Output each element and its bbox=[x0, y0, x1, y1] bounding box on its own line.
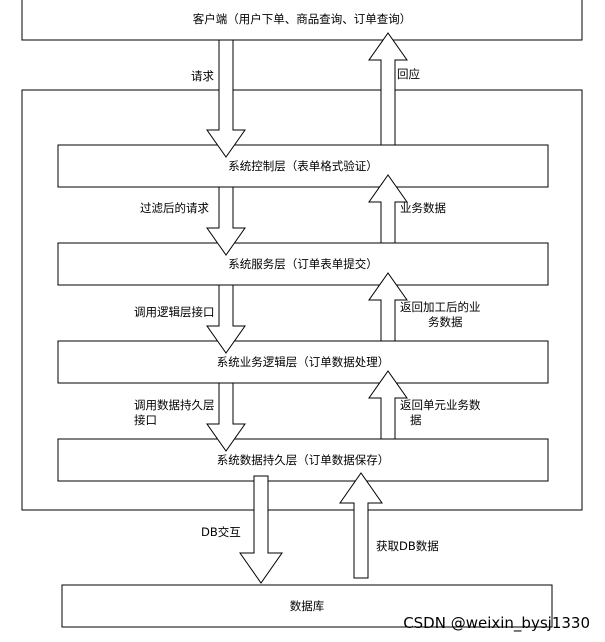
layer-box-service bbox=[57, 242, 549, 286]
up-arrow-unit-data bbox=[368, 370, 408, 440]
label-call-persistence-line2: 接口 bbox=[134, 413, 157, 427]
label-filtered-request: 过滤后的请求 bbox=[140, 201, 209, 215]
watermark-text: CSDN @weixin_bysj1330 bbox=[403, 614, 590, 633]
label-db-interact: DB交互 bbox=[201, 525, 241, 539]
up-arrow-get-db-data bbox=[339, 472, 383, 579]
label-call-persistence-line1: 调用数据持久层 bbox=[134, 398, 215, 412]
layer-box-persistence bbox=[57, 438, 549, 482]
label-request: 请求 bbox=[191, 69, 214, 83]
label-response: 回应 bbox=[397, 67, 420, 81]
label-processed-data-line2: 务数据 bbox=[428, 315, 463, 329]
up-arrow-processed-data bbox=[368, 272, 408, 342]
up-arrow-response bbox=[368, 32, 408, 146]
label-processed-data-line1: 返回加工后的业 bbox=[400, 300, 481, 314]
layer-label-persistence: 系统数据持久层（订单数据保存） bbox=[217, 453, 390, 467]
layer-box-control bbox=[57, 144, 549, 188]
client-box bbox=[21, 0, 583, 41]
up-arrow-business-data bbox=[368, 174, 408, 244]
label-call-logic: 调用逻辑层接口 bbox=[134, 305, 215, 319]
layer-label-business-logic: 系统业务逻辑层（订单数据处理） bbox=[217, 355, 390, 369]
client-box-label: 客户端（用户下单、商品查询、订单查询） bbox=[193, 12, 412, 26]
layer-label-service: 系统服务层（订单表单提交） bbox=[228, 257, 378, 271]
down-arrow-call-persistence bbox=[206, 382, 246, 452]
label-get-db-data: 获取DB数据 bbox=[376, 539, 439, 553]
label-unit-data-line1: 返回单元业务数 bbox=[400, 398, 481, 412]
down-arrow-filtered-request bbox=[206, 186, 246, 256]
layer-label-control: 系统控制层（表单格式验证） bbox=[228, 159, 378, 173]
database-box-label: 数据库 bbox=[290, 599, 325, 613]
database-box bbox=[61, 584, 553, 628]
down-arrow-request bbox=[206, 39, 246, 158]
layer-box-business-logic bbox=[57, 340, 549, 384]
label-unit-data-line2: 据 bbox=[410, 413, 422, 427]
down-arrow-call-logic bbox=[206, 284, 246, 354]
down-arrow-db-interact bbox=[239, 475, 283, 584]
label-business-data: 业务数据 bbox=[400, 201, 446, 215]
